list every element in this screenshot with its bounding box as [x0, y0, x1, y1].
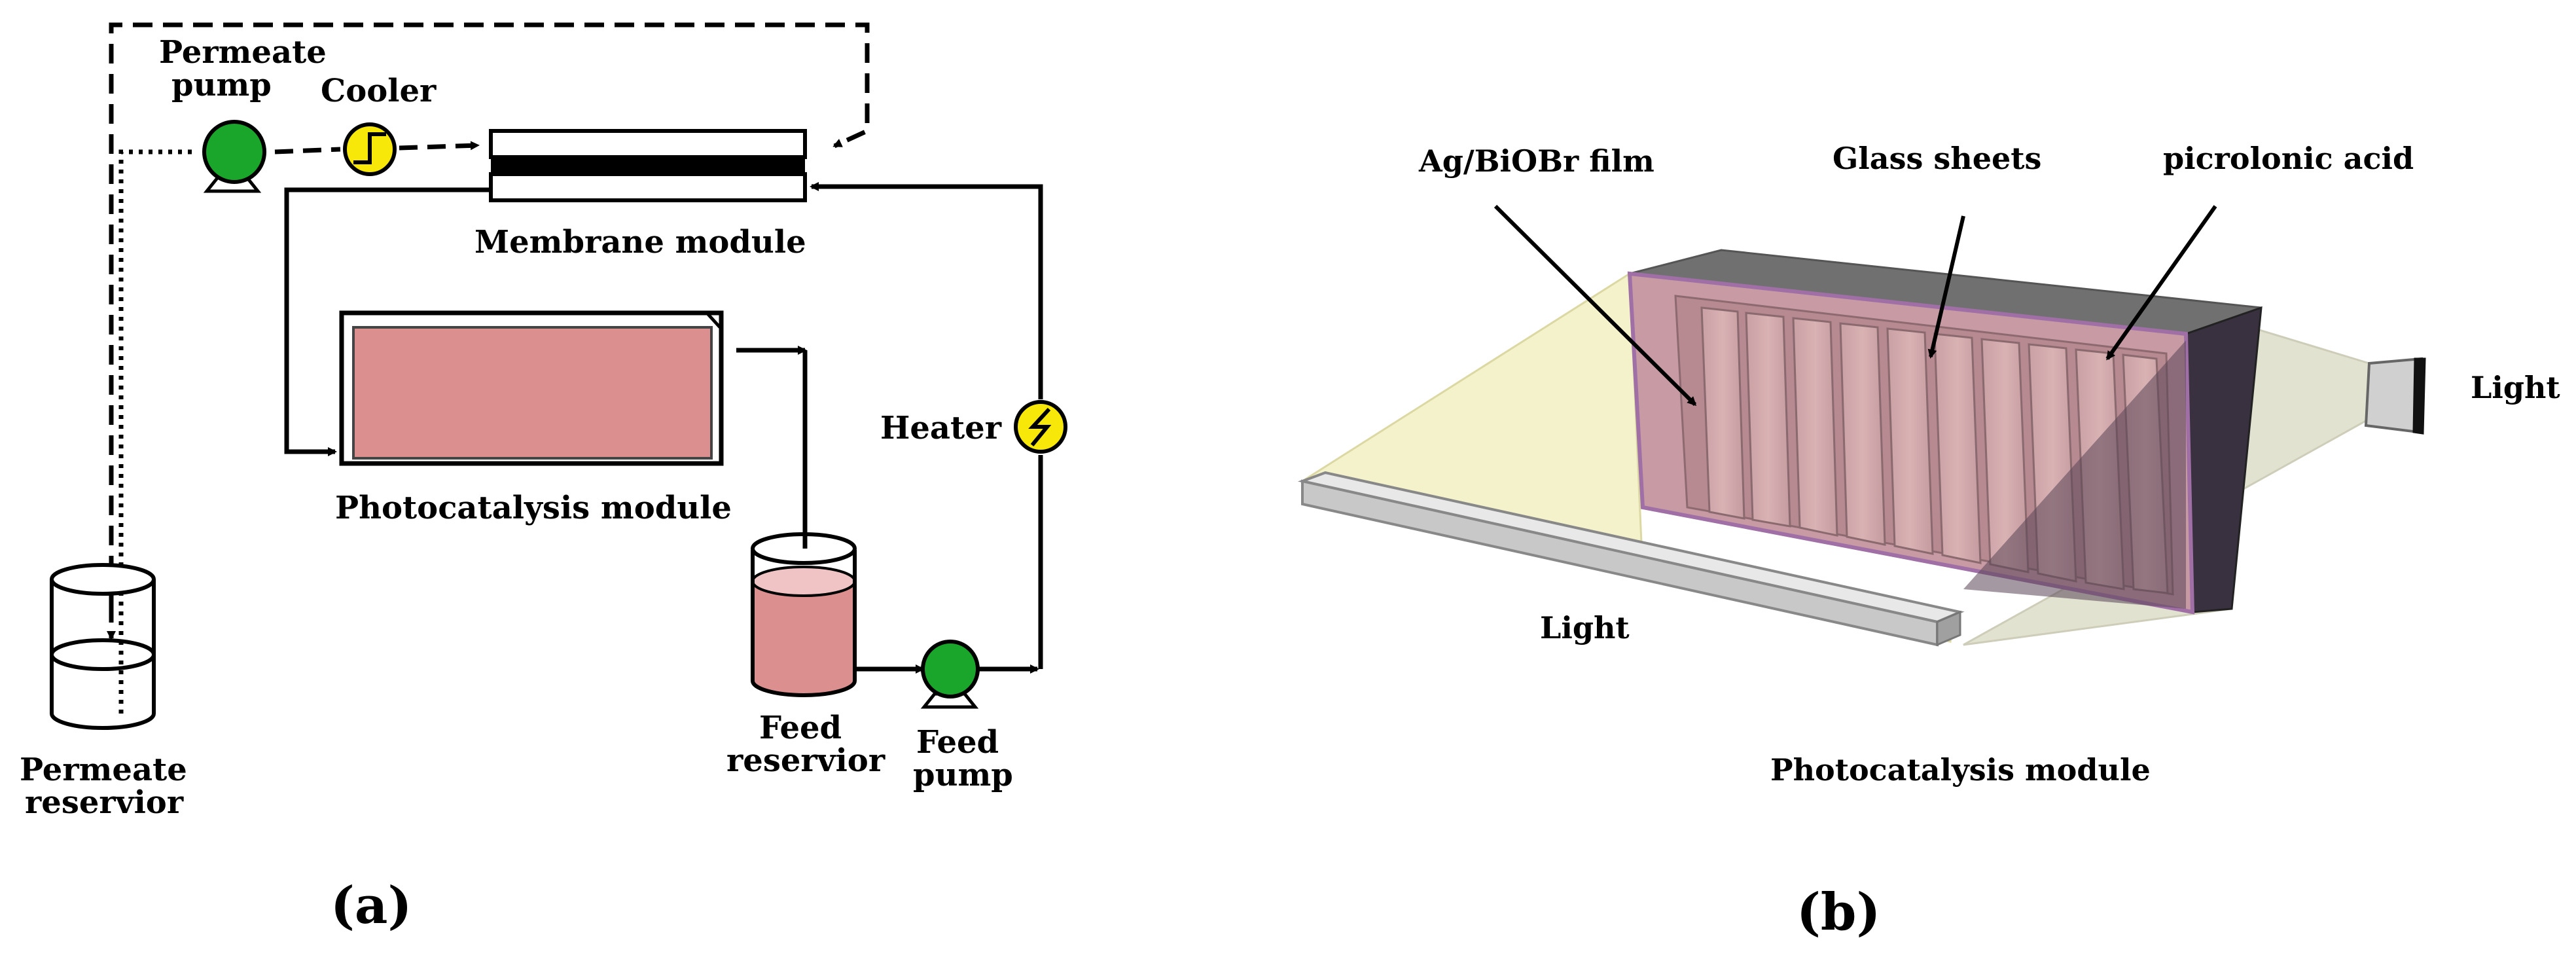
heater-to-membrane-line — [812, 187, 1043, 669]
permeate-reservoir-label-2: reservior — [25, 784, 184, 821]
glass-sheets-label: Glass sheets — [1833, 141, 2041, 176]
feed-reservoir — [751, 532, 857, 697]
feed-reservoir-label-1: Feed — [759, 710, 842, 746]
feed-pump-label-1: Feed — [916, 724, 999, 761]
dashed-pump-to-membrane-line — [274, 145, 478, 154]
film-label: Ag/BiOBr film — [1418, 143, 1655, 179]
acid-pointer-arrow — [2105, 205, 2217, 361]
module-shadow — [1963, 340, 2186, 609]
caption-b: (b) — [1797, 882, 1880, 942]
caption-a: (a) — [331, 876, 412, 935]
film-pointer-arrow — [1494, 204, 1697, 407]
heater — [1014, 400, 1067, 454]
feed-reservoir-label-2: reservior — [726, 742, 885, 779]
photocatalysis-module-label-a: Photocatalysis module — [335, 490, 732, 526]
panel-b: Ag/BiOBr film Glass sheets picrolonic ac… — [1297, 141, 2560, 942]
glass-pointer-arrow — [1927, 215, 1965, 359]
membrane-to-photocatalysis-line — [284, 187, 491, 456]
light-bottom-label: Light — [1540, 610, 1630, 645]
permeate-reservoir-label-1: Permeate — [20, 752, 187, 788]
picrolonic-acid-label: picrolonic acid — [2163, 141, 2414, 176]
membrane-module-label: Membrane module — [474, 224, 806, 261]
feed-pump — [920, 640, 980, 709]
cooler-label: Cooler — [321, 73, 437, 109]
feed-pump-label-2: pump — [913, 757, 1013, 793]
light-tube-bottom — [1297, 471, 1965, 647]
light-lamp-right — [2364, 357, 2426, 435]
light-right-label: Light — [2471, 370, 2560, 405]
panel-a: Membrane module Photocatalysis module Fe… — [20, 22, 1067, 935]
membrane-module — [489, 129, 807, 202]
permeate-reservoir — [50, 563, 156, 730]
photocatalysis-module-label-b: Photocatalysis module — [1770, 752, 2151, 788]
dashed-bypass-line — [109, 22, 870, 606]
cooler — [343, 122, 397, 176]
photocatalysis-module-a — [339, 310, 724, 466]
permeate-pump — [202, 120, 266, 193]
dotted-permeate-return-line — [118, 149, 198, 714]
permeate-pump-label-1: Permeate — [159, 34, 327, 71]
permeate-pump-label-2: pump — [171, 67, 272, 103]
heater-label: Heater — [880, 410, 1002, 446]
